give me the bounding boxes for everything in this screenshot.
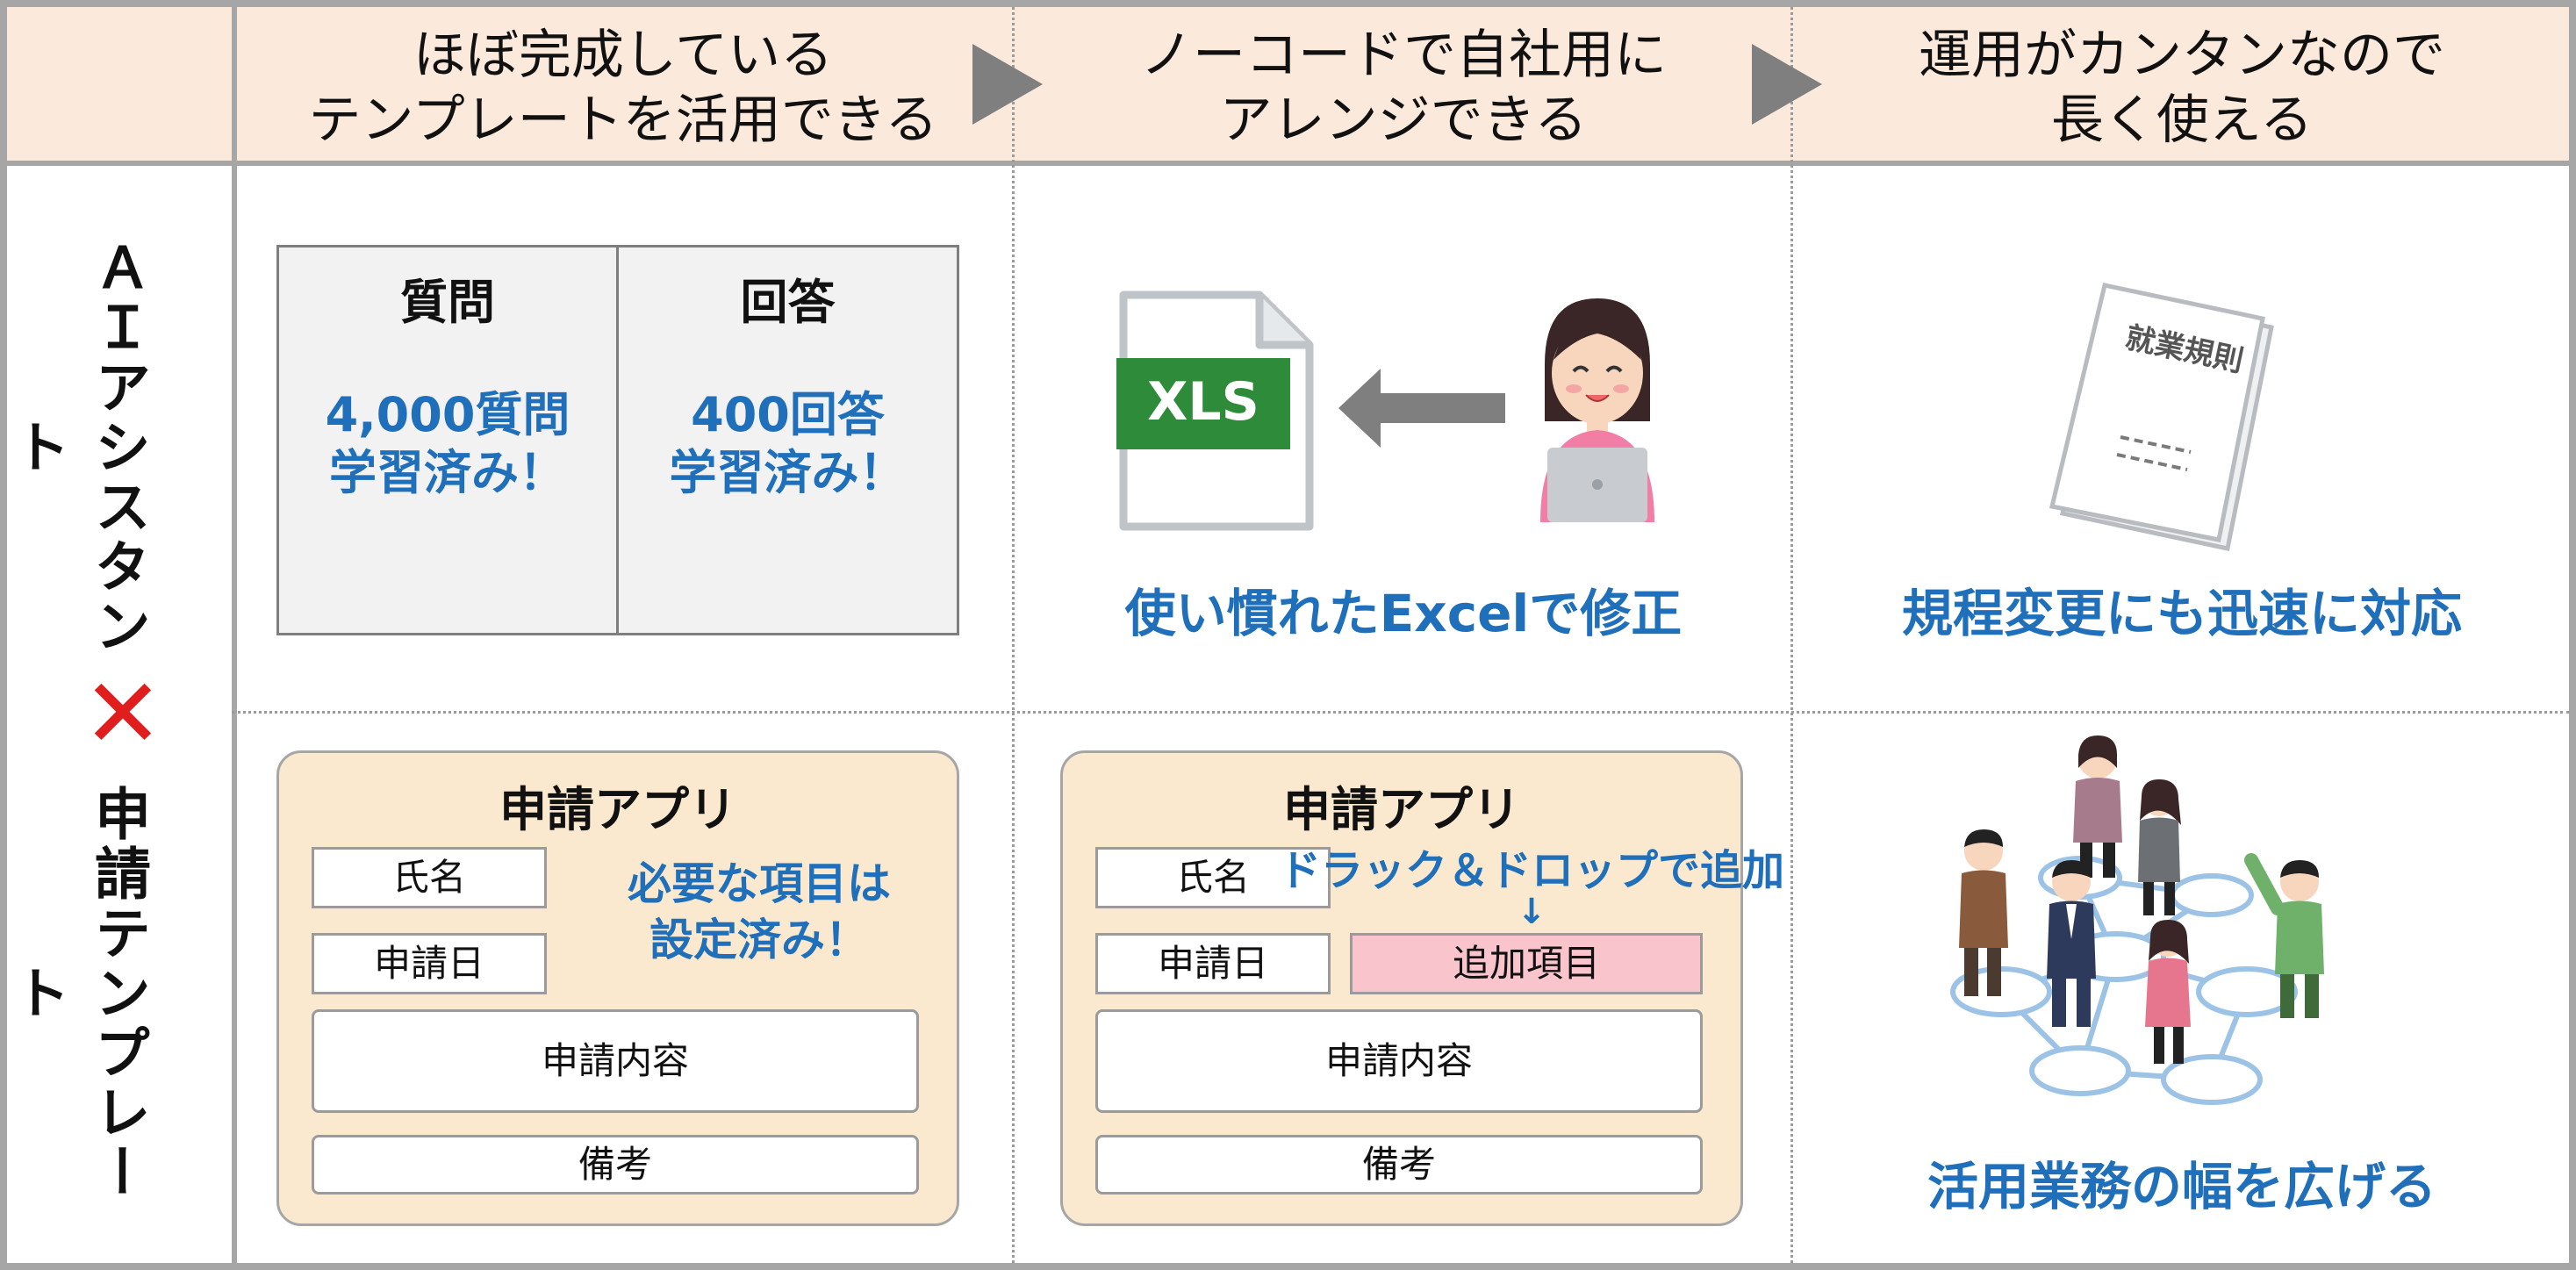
cross-icon: ✕	[82, 657, 164, 770]
app2-title: 申請アプリ	[1283, 782, 1520, 837]
app1-note-line2: 設定済み！	[649, 915, 869, 965]
header-divider	[7, 161, 2569, 166]
app2-field-content: 申請内容	[1095, 1009, 1703, 1113]
question-count-value: 4,000質問	[325, 387, 570, 442]
qa-divider	[616, 245, 619, 635]
answer-status: 学習済み！	[669, 445, 907, 500]
excel-caption: 使い慣れたExcelで修正	[1124, 584, 1683, 643]
left-column-divider	[232, 7, 237, 1263]
app2-field-note: 備考	[1095, 1135, 1703, 1195]
answer-count: 400回答 学習済み！	[619, 386, 957, 502]
business-network-illustration	[1950, 735, 2324, 1105]
app1-note: 必要な項目は 設定済み！	[570, 856, 948, 968]
header-col2-line2: アレンジできる	[1219, 90, 1588, 151]
drag-drop-note: ドラック＆ドロップで追加	[1278, 846, 1784, 895]
people-caption: 活用業務の幅を広げる	[1927, 1157, 2436, 1216]
xls-label: XLS	[1147, 371, 1259, 433]
app1-field-note: 備考	[312, 1135, 919, 1195]
arrow-right-icon	[1752, 44, 1822, 125]
question-title: 質問	[400, 275, 495, 330]
arrow-right-icon	[972, 44, 1043, 125]
xls-file-icon: XLS	[1116, 291, 1314, 531]
row-label-ai-assistant: ＡＩアシスタント	[4, 239, 150, 657]
answer-title: 回答	[740, 275, 836, 330]
header-col2-line1: ノーコードで自社用に	[1140, 25, 1667, 86]
header-col1: ほぼ完成している テンプレートを活用できる	[237, 23, 1009, 153]
column-divider-1	[1012, 7, 1015, 1263]
header-col1-line1: ほぼ完成している	[413, 25, 834, 86]
app1-title: 申請アプリ	[499, 782, 736, 837]
app2-field-name: 氏名	[1095, 847, 1331, 908]
app1-field-name: 氏名	[312, 847, 547, 908]
column-divider-2	[1790, 7, 1793, 1263]
arrow-left-icon	[1338, 369, 1505, 448]
row-label-application-template: 申請テンプレート	[4, 785, 150, 1202]
header-col2: ノーコードで自社用に アレンジできる	[1018, 23, 1789, 153]
question-count: 4,000質問 学習済み！	[279, 386, 616, 502]
question-status: 学習済み！	[329, 445, 566, 500]
header-col3-line2: 長く使える	[2050, 90, 2314, 151]
app2-field-date: 申請日	[1095, 933, 1331, 994]
row-divider	[232, 711, 2569, 714]
answer-count-value: 400回答	[691, 387, 885, 442]
rules-document-icon: 就業規則	[2049, 283, 2274, 551]
down-arrow-icon: ↓	[1517, 892, 1546, 932]
header-col3: 運用がカンタンなので 長く使える	[1796, 23, 2568, 153]
rules-caption: 規程変更にも迅速に対応	[1901, 584, 2462, 643]
app1-field-date: 申請日	[312, 933, 547, 994]
app1-field-content: 申請内容	[312, 1009, 919, 1113]
woman-laptop-illustration	[1540, 298, 1654, 522]
app2-added-field: 追加項目	[1350, 933, 1703, 994]
header-background	[7, 7, 2569, 163]
app1-note-line1: 必要な項目は	[628, 858, 891, 909]
header-col3-line1: 運用がカンタンなので	[1919, 25, 2445, 86]
header-col1-line2: テンプレートを活用できる	[308, 90, 938, 151]
